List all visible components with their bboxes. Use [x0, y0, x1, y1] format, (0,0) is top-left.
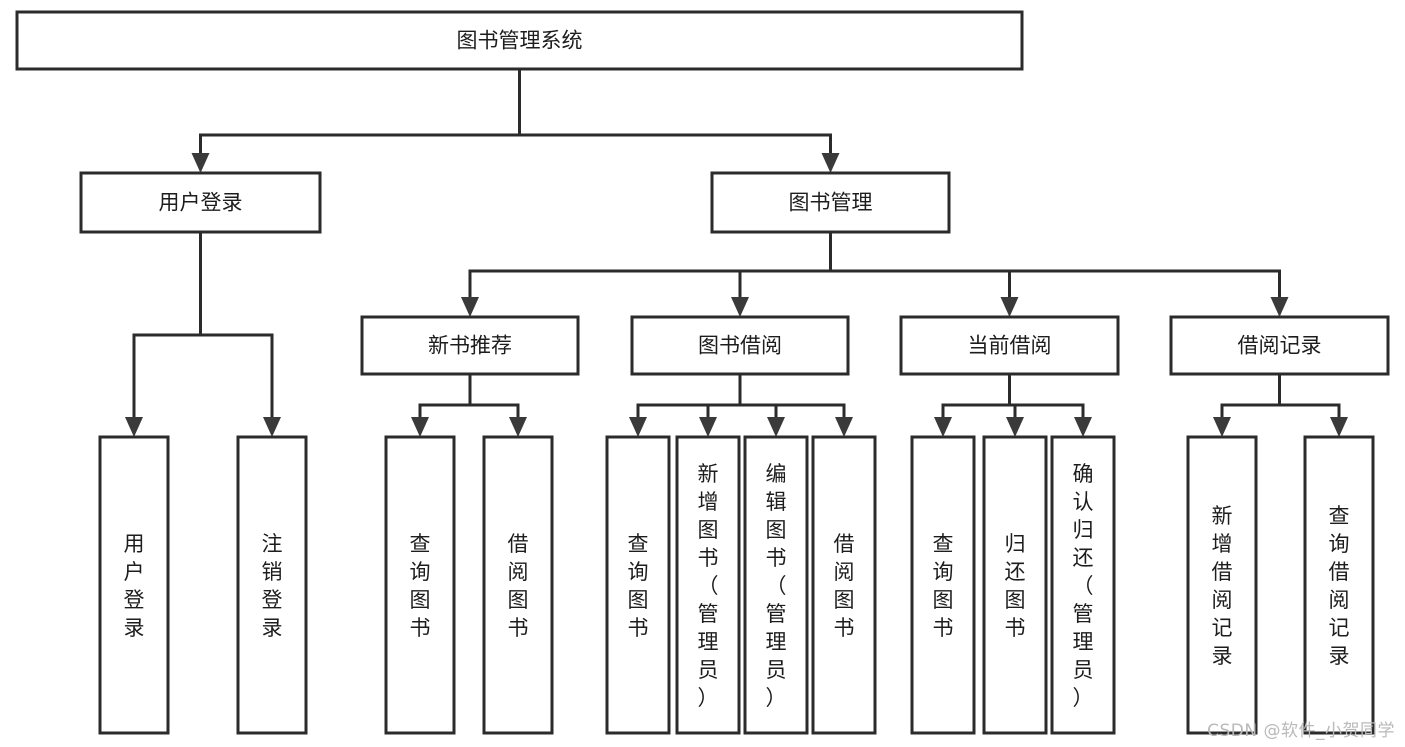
node-box-leaf-cur-confirm[interactable]: [1050, 435, 1116, 735]
node-label-new-book-rec: 新书推荐: [428, 334, 512, 358]
arrow-head-icon: [411, 417, 429, 437]
edge-group-new-book-rec: [411, 372, 527, 437]
node-leaf-user-login[interactable]: 用户登录: [98, 435, 170, 735]
node-book-manage[interactable]: 图书管理: [710, 171, 951, 234]
node-box-leaf-user-login[interactable]: [98, 435, 170, 735]
node-leaf-borrow-do[interactable]: 借阅图书: [811, 435, 877, 735]
edge-group-root: [191, 67, 840, 173]
node-label-leaf-borrow-add: 新增图书（管理员）: [698, 462, 719, 710]
node-leaf-rec-borrow[interactable]: 借阅图书: [482, 435, 554, 735]
node-root[interactable]: 图书管理系统: [15, 10, 1024, 71]
node-new-book-rec[interactable]: 新书推荐: [360, 315, 580, 376]
node-label-book-manage: 图书管理: [789, 191, 873, 215]
node-current-borrow[interactable]: 当前借阅: [899, 315, 1120, 376]
node-label-leaf-cur-return: 归还图书: [1005, 532, 1026, 640]
arrow-head-icon: [934, 417, 952, 437]
node-box-user-login[interactable]: [79, 171, 322, 234]
arrow-head-icon: [191, 153, 210, 173]
node-leaf-cur-return[interactable]: 归还图书: [982, 435, 1048, 735]
node-label-leaf-borrow-edit: 编辑图书（管理员）: [766, 462, 787, 710]
node-label-book-borrow: 图书借阅: [698, 334, 782, 358]
arrow-head-icon: [629, 417, 647, 437]
arrow-head-icon: [509, 417, 527, 437]
node-leaf-cur-query[interactable]: 查询图书: [910, 435, 976, 735]
arrow-head-icon: [767, 417, 785, 437]
node-box-leaf-cur-return[interactable]: [982, 435, 1048, 735]
arrow-head-icon: [1074, 417, 1092, 437]
node-borrow-record[interactable]: 借阅记录: [1169, 315, 1390, 376]
node-label-leaf-cur-confirm: 确认归还（管理员）: [1073, 462, 1094, 710]
node-label-root: 图书管理系统: [457, 29, 583, 53]
node-label-leaf-rec-add: 新增借阅记录: [1212, 504, 1233, 668]
arrow-head-icon: [821, 153, 840, 173]
node-box-book-manage[interactable]: [710, 171, 951, 234]
arrow-head-icon: [125, 417, 143, 437]
node-label-leaf-user-login: 用户登录: [124, 532, 145, 640]
node-leaf-rec-search[interactable]: 查询借阅记录: [1303, 435, 1375, 735]
node-label-current-borrow: 当前借阅: [968, 334, 1052, 358]
node-box-borrow-record[interactable]: [1169, 315, 1390, 376]
node-box-leaf-borrow-do[interactable]: [811, 435, 877, 735]
arrow-head-icon: [263, 417, 281, 437]
node-label-leaf-borrow-do: 借阅图书: [834, 532, 855, 640]
node-box-leaf-rec-search[interactable]: [1303, 435, 1375, 735]
arrow-head-icon: [461, 297, 479, 317]
node-leaf-rec-add[interactable]: 新增借阅记录: [1186, 435, 1258, 735]
node-leaf-borrow-edit[interactable]: 编辑图书（管理员）: [743, 435, 809, 735]
edge-group-book-manage: [461, 230, 1289, 317]
arrow-head-icon: [1270, 297, 1289, 317]
edge-group-book-borrow: [629, 372, 853, 437]
node-label-leaf-cur-query: 查询图书: [933, 532, 954, 640]
arrow-head-icon: [1213, 417, 1231, 437]
node-label-user-login: 用户登录: [159, 191, 243, 215]
node-leaf-rec-query[interactable]: 查询图书: [384, 435, 456, 735]
arrow-head-icon: [835, 417, 853, 437]
node-leaf-logout[interactable]: 注销登录: [236, 435, 308, 735]
node-leaf-borrow-add[interactable]: 新增图书（管理员）: [675, 435, 741, 735]
node-box-leaf-rec-add[interactable]: [1186, 435, 1258, 735]
edge-group-borrow-record: [1213, 372, 1348, 437]
arrow-head-icon: [699, 417, 717, 437]
node-box-leaf-borrow-query[interactable]: [605, 435, 671, 735]
node-box-leaf-rec-query[interactable]: [384, 435, 456, 735]
node-box-leaf-logout[interactable]: [236, 435, 308, 735]
node-box-leaf-cur-query[interactable]: [910, 435, 976, 735]
node-box-new-book-rec[interactable]: [360, 315, 580, 376]
connector-layer: [125, 67, 1348, 437]
arrow-head-icon: [1006, 417, 1024, 437]
node-label-leaf-logout: 注销登录: [262, 532, 283, 640]
node-box-leaf-borrow-add[interactable]: [675, 435, 741, 735]
node-label-leaf-rec-search: 查询借阅记录: [1329, 504, 1350, 668]
node-leaf-borrow-query[interactable]: 查询图书: [605, 435, 671, 735]
node-box-leaf-rec-borrow[interactable]: [482, 435, 554, 735]
node-label-borrow-record: 借阅记录: [1238, 334, 1322, 358]
edge-group-current-borrow: [934, 372, 1092, 437]
node-box-book-borrow[interactable]: [630, 315, 850, 376]
edge-group-user-login: [125, 230, 281, 437]
arrow-head-icon: [731, 297, 749, 317]
arrow-head-icon: [1330, 417, 1348, 437]
node-book-borrow[interactable]: 图书借阅: [630, 315, 850, 376]
node-user-login[interactable]: 用户登录: [79, 171, 322, 234]
arrow-head-icon: [1000, 297, 1019, 317]
watermark-label: CSDN @软件_小贺同学: [1207, 721, 1395, 741]
node-box-current-borrow[interactable]: [899, 315, 1120, 376]
node-label-leaf-borrow-query: 查询图书: [628, 532, 649, 640]
node-label-leaf-rec-query: 查询图书: [410, 532, 431, 640]
node-layer: 图书管理系统用户登录图书管理新书推荐图书借阅当前借阅借阅记录用户登录注销登录查询…: [15, 10, 1390, 735]
node-box-leaf-borrow-edit[interactable]: [743, 435, 809, 735]
node-leaf-cur-confirm[interactable]: 确认归还（管理员）: [1050, 435, 1116, 735]
node-box-root[interactable]: [15, 10, 1024, 71]
node-label-leaf-rec-borrow: 借阅图书: [508, 532, 529, 640]
